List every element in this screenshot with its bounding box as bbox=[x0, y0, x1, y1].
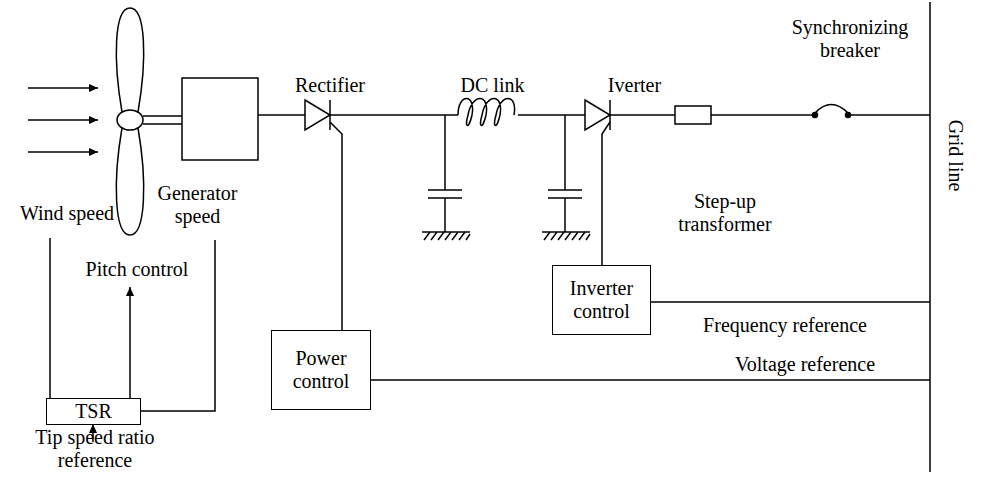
input-label: Wind speed bbox=[12, 202, 122, 225]
part-label: Rectifier bbox=[285, 74, 375, 97]
signal-label: Frequency reference bbox=[660, 314, 910, 337]
control-box: Power control bbox=[271, 330, 371, 410]
part-label: Iverter bbox=[597, 74, 672, 97]
part-label: Synchronizing breaker bbox=[775, 16, 925, 62]
signal-label: Generator speed bbox=[150, 182, 245, 228]
box-text: Power control bbox=[276, 347, 366, 393]
part-label: Step-up transformer bbox=[645, 190, 805, 236]
box-text: TSR bbox=[75, 400, 112, 423]
input-label: Tip speed ratio reference bbox=[10, 426, 180, 472]
signal-label: Pitch control bbox=[72, 258, 202, 281]
signal-label: Voltage reference bbox=[700, 353, 910, 376]
controller-box: TSR bbox=[46, 398, 141, 425]
box-text: Inverter control bbox=[557, 277, 646, 323]
control-box: Inverter control bbox=[552, 265, 651, 335]
part-label: Grid line bbox=[944, 101, 967, 211]
part-label: DC link bbox=[445, 74, 540, 97]
